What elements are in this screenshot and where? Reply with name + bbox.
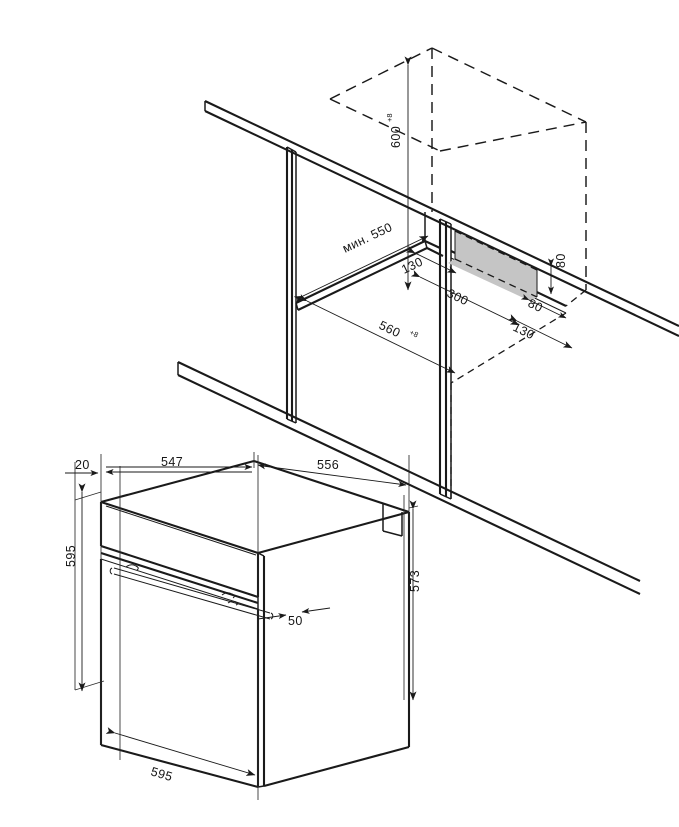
- dimension-body-width: 595: [105, 727, 256, 784]
- dimension-label-body-height: 573: [408, 570, 422, 592]
- niche-dashed-outline: [329, 47, 587, 499]
- oven-rear-notch: [382, 504, 403, 537]
- dimension-niche-width: 560 +8: [297, 294, 456, 374]
- dimension-label-front-height: 595: [64, 545, 78, 567]
- dimension-label-vent-width: 300: [445, 286, 471, 308]
- dimension-label-niche-depth: мин. 550: [340, 220, 394, 256]
- dimension-label-niche-height: 600: [389, 126, 403, 148]
- oven-panel-separator: [100, 551, 259, 610]
- dimension-handle-projection: 50: [257, 607, 331, 628]
- oven-door-handle: [109, 564, 274, 620]
- dimension-label-vent-height: 80: [554, 253, 568, 268]
- dimension-vent-height: 80: [548, 253, 568, 295]
- oven-control-panel: [99, 502, 260, 598]
- dimension-label-vent-offset-left: 130: [399, 255, 425, 277]
- dimension-body-height: 573: [408, 500, 422, 701]
- dimension-label-vent-offset-right: 130: [511, 320, 537, 342]
- oven-top-surface: [100, 459, 410, 555]
- oven-extension-lines: [74, 452, 419, 800]
- left-divider-panel: [285, 146, 297, 424]
- dimension-vent-offset-right: 130: [507, 314, 573, 349]
- dimension-label-depth-rear: 556: [317, 458, 339, 472]
- dimension-label-niche-width-sup: +8: [408, 328, 420, 340]
- oven-side-body: [257, 512, 411, 788]
- upper-shelf-board: [204, 100, 679, 337]
- dimension-label-handle-projection: 50: [288, 614, 303, 628]
- dimension-depth-rear: 556: [257, 458, 407, 487]
- dimension-label-depth-front: 547: [161, 455, 183, 469]
- dimension-label-niche-height-sup: +8: [385, 113, 394, 122]
- dimension-niche-depth: мин. 550: [293, 220, 429, 303]
- dimension-label-vent-depth: 80: [526, 296, 545, 315]
- oven-unit-view: 20 547 556 595 573: [64, 452, 422, 800]
- right-divider-panel: [438, 218, 452, 500]
- dimension-front-height: 595: [64, 483, 86, 692]
- dimension-depth-front: 547: [105, 455, 253, 475]
- dimension-vent-depth: 80: [520, 293, 567, 319]
- cabinet-niche-view: 600 +8 мин. 550 130 300 130: [177, 47, 679, 595]
- dimension-label-door-overhang: 20: [75, 458, 90, 472]
- dimension-niche-height: 600 +8: [385, 56, 412, 291]
- dimension-label-body-width: 595: [149, 764, 174, 784]
- dimension-door-overhang: 20: [65, 458, 99, 476]
